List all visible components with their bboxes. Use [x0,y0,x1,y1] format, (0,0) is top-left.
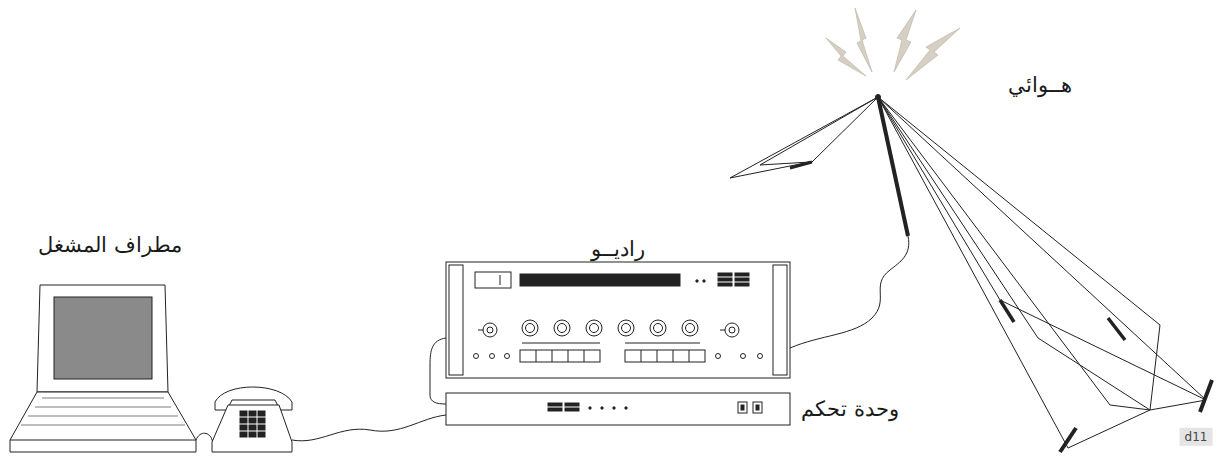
tuning-knob [558,324,567,333]
tuning-knob [686,324,695,333]
telephone [212,387,292,452]
tuning-knob [526,324,535,333]
keypad-key [249,411,256,416]
keypad-key [240,432,247,437]
keyboard-row [35,407,171,408]
device-label: مطراف المشغل [38,233,182,258]
keypad-key [258,432,265,437]
keyboard-row [28,416,178,417]
device-label: راديــو [591,237,645,262]
keypad-key [249,418,256,423]
keyboard-row [42,398,164,399]
device-label: وحدة تحكم [801,397,899,422]
laptop-terminal [10,285,196,452]
radio-unit [446,262,790,378]
tuning-knob [654,324,663,333]
tuning-knob [650,320,666,336]
feed-cable [790,236,909,348]
radio-waves [826,8,960,80]
keypad-key [258,425,265,430]
keypad-key [249,425,256,430]
keypad-key [258,418,265,423]
tuning-knob [522,320,538,336]
device-label: هــوائي [1008,73,1072,98]
antenna [730,95,1212,453]
tuning-knob [618,320,634,336]
keypad-key [240,418,247,423]
keypad-key [240,411,247,416]
keypad-key [258,411,265,416]
tuning-knob [554,320,570,336]
tuning-knob [590,324,599,333]
keypad-key [240,425,247,430]
control-unit [446,393,790,425]
tuning-knob [586,320,602,336]
keyboard-row [21,425,185,426]
keypad-key [249,432,256,437]
tuning-knob [682,320,698,336]
tuning-knob [622,324,631,333]
radio-cable [430,338,446,404]
figure-id: d11 [1180,428,1213,446]
phone-cable [292,415,446,441]
